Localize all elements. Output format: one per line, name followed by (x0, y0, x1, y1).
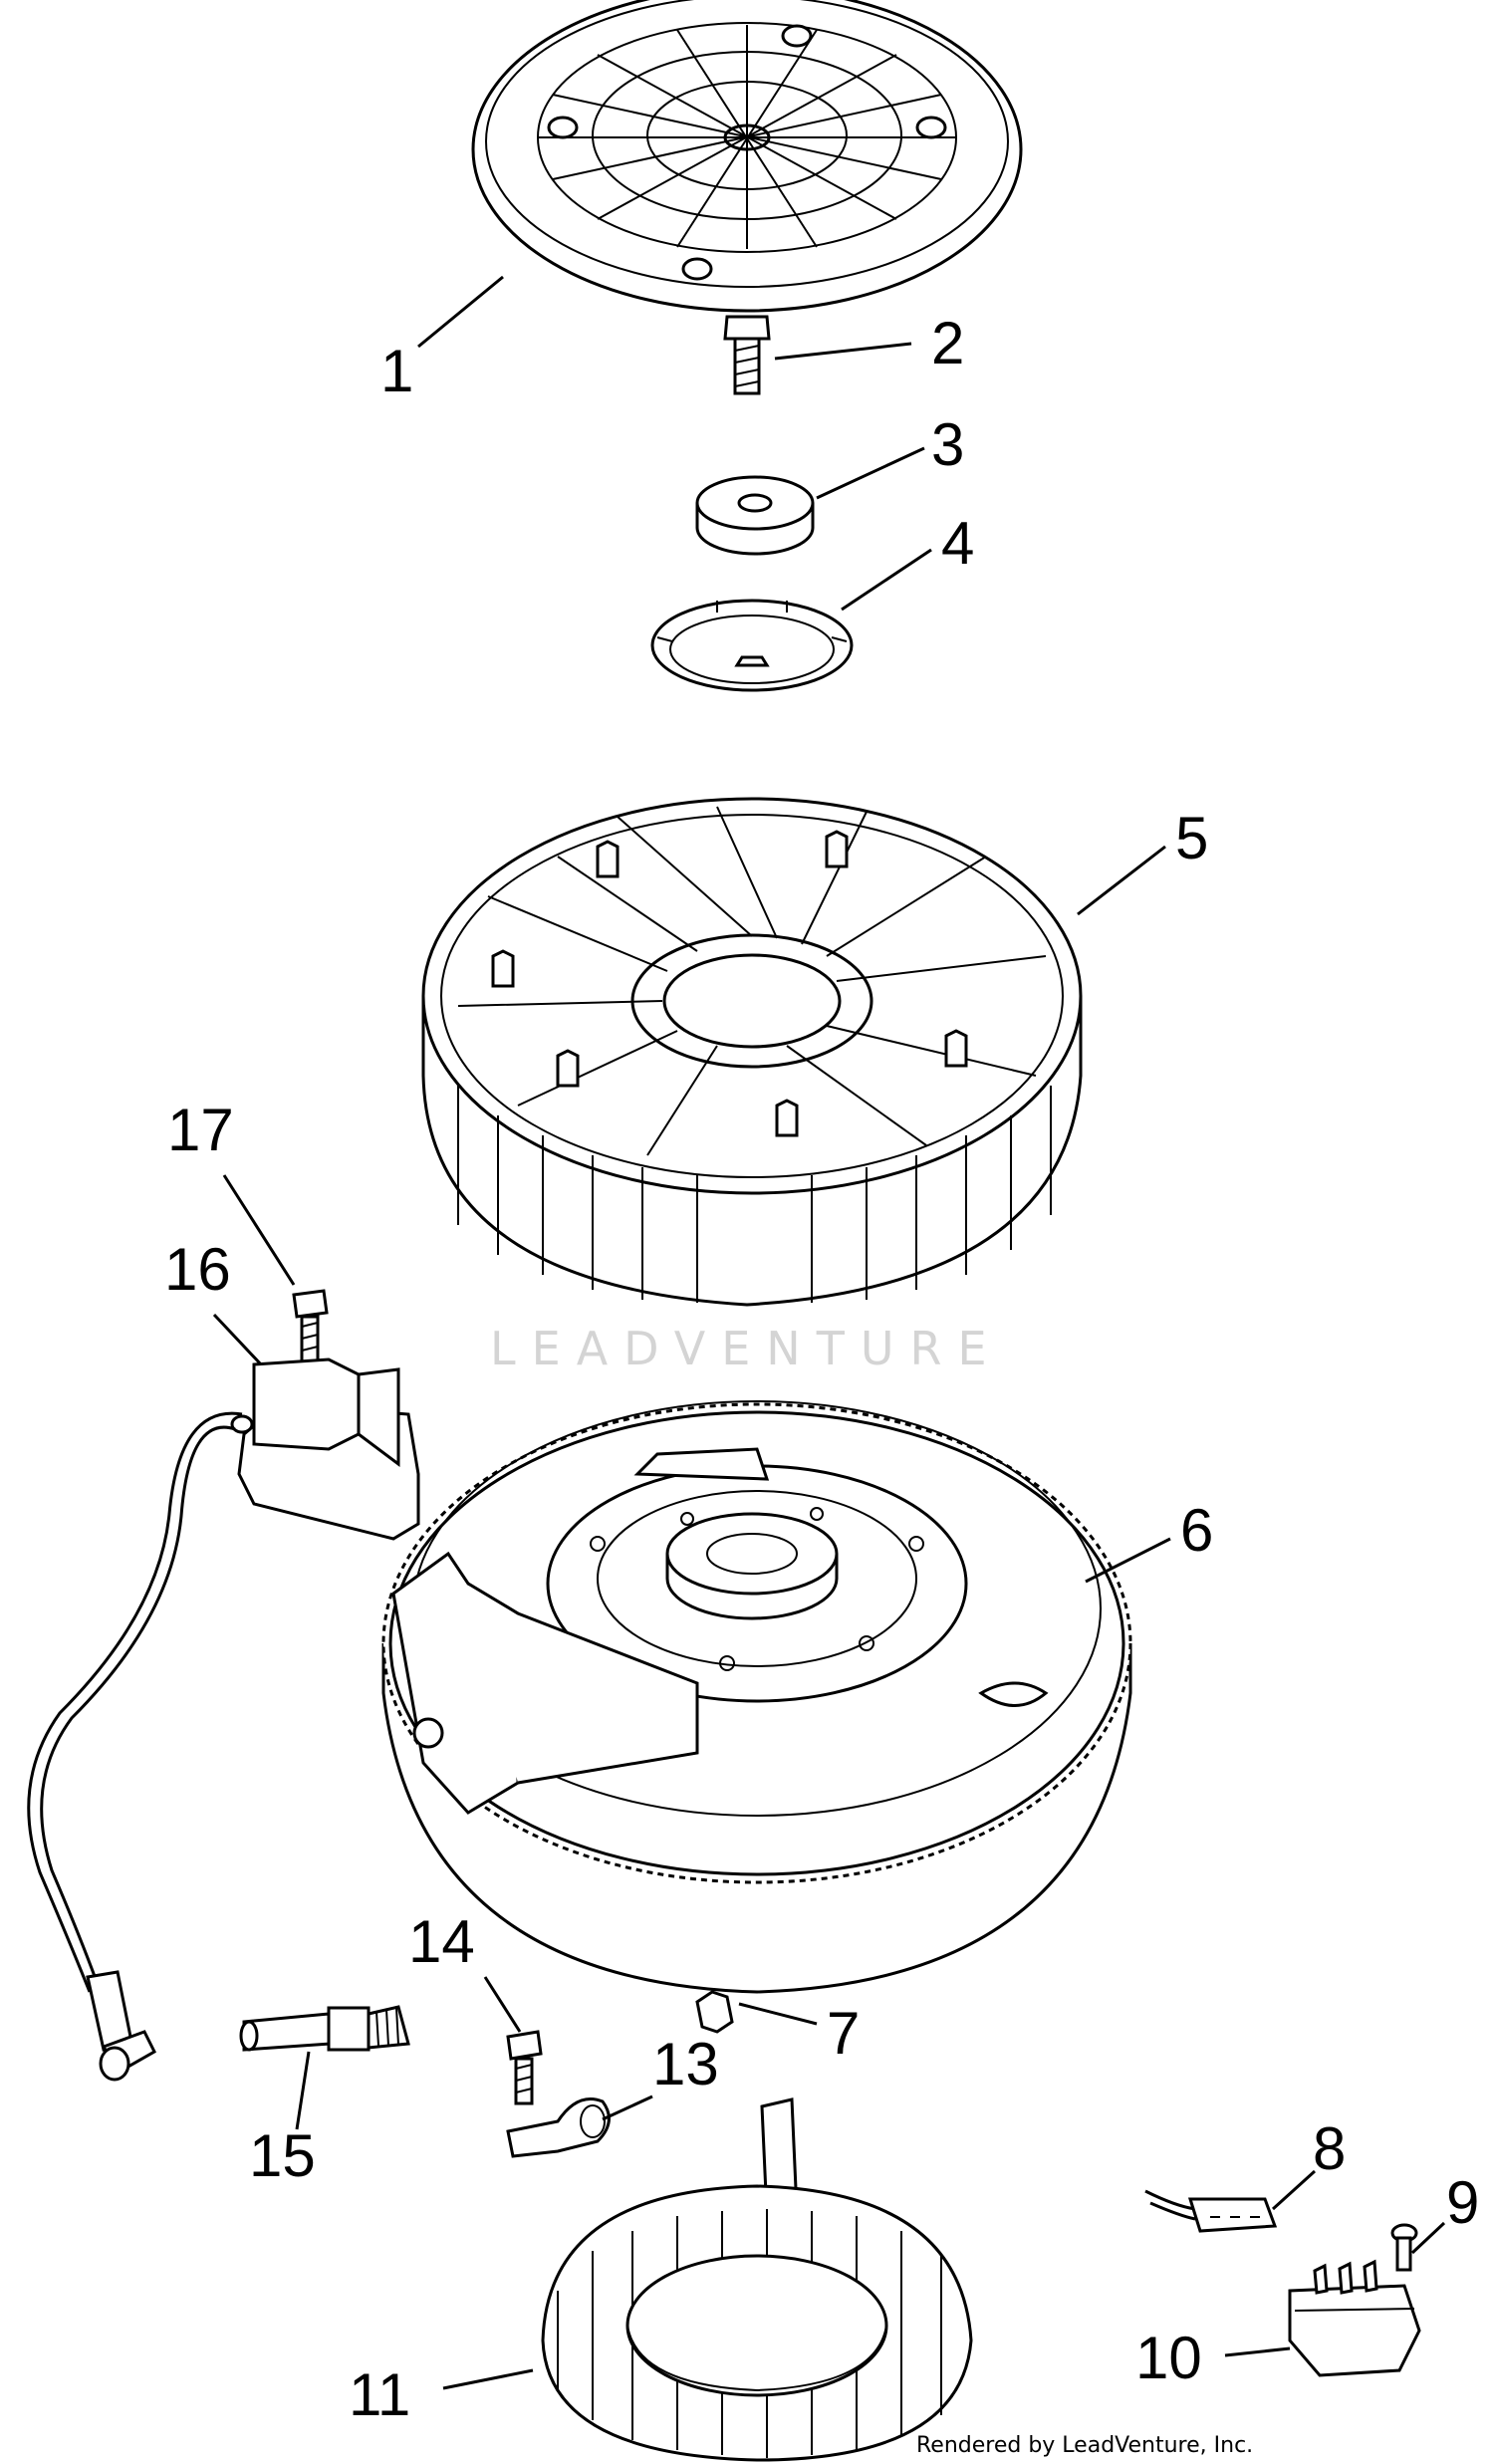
callout-15: 15 (249, 2122, 316, 2189)
part-3-spacer (695, 475, 815, 556)
part-9-screw (1390, 2223, 1418, 2272)
callout-1: 1 (380, 338, 413, 404)
leader-lines (212, 275, 1446, 2390)
part-13-clamp (506, 2097, 611, 2158)
part-10-rectifier (1288, 2259, 1421, 2377)
part-5-fan (421, 797, 1083, 1307)
callout-labels: 1 2 3 4 5 6 7 8 9 10 11 13 14 15 16 17 (164, 310, 1479, 2428)
part-8-connector (1144, 2189, 1278, 2233)
credit-text: Rendered by LeadVenture, Inc. (916, 2433, 1253, 2458)
part-6-flywheel (381, 1400, 1132, 1994)
part-1-grille-screen (471, 0, 1023, 313)
part-17-screw (292, 1289, 329, 1368)
watermark-text: LEADVENTURE (490, 1322, 1003, 1375)
part-4-washer (650, 599, 854, 692)
callout-3: 3 (931, 411, 964, 478)
callout-16: 16 (164, 1236, 231, 1303)
callout-4: 4 (941, 510, 974, 577)
part-7-key (695, 1990, 734, 2034)
callout-8: 8 (1313, 2115, 1346, 2182)
part-15-spark-plug (239, 2005, 410, 2052)
callout-14: 14 (408, 1908, 475, 1975)
watermark: LEADVENTURE (490, 1111, 1003, 1375)
part-14-bolt (506, 2030, 543, 2105)
part-16-ignition-coil (27, 1357, 420, 2082)
callout-10: 10 (1135, 2325, 1202, 2391)
callout-13: 13 (652, 2031, 719, 2097)
callout-2: 2 (931, 310, 964, 376)
callout-7: 7 (827, 2000, 860, 2067)
callout-9: 9 (1446, 2169, 1479, 2236)
callout-11: 11 (349, 2361, 410, 2428)
callout-6: 6 (1180, 1497, 1213, 1564)
part-2-bolt (723, 315, 771, 395)
callout-17: 17 (167, 1097, 234, 1163)
callout-5: 5 (1175, 805, 1208, 871)
part-11-stator (541, 2097, 973, 2462)
